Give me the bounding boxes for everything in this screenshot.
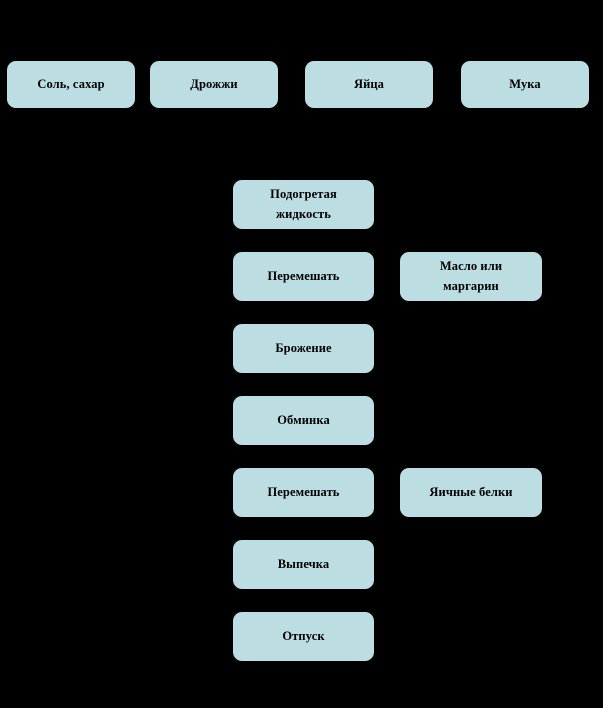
node-fermentation[interactable]: Брожение [233,324,374,373]
connector-heated-liquid-to-mix-1 [303,229,304,252]
connector-baking-to-serving [303,589,304,612]
connector-flour-down [525,108,526,144]
connector-fermentation-to-punch-down [303,373,304,396]
node-punch-down-label: Обминка [277,412,330,427]
connector-salt-sugar-down [70,108,71,144]
node-egg-whites-label: Яичные белки [429,484,513,499]
node-flour-label: Мука [509,76,541,91]
connector-yeast-down [213,108,214,144]
node-baking[interactable]: Выпечка [233,540,374,589]
connector-mix-1-to-fermentation [303,301,304,324]
node-yeast[interactable]: Дрожжи [150,61,278,108]
node-eggs-label: Яйца [353,76,385,91]
node-egg-whites[interactable]: Яичные белки [400,468,542,517]
node-eggs[interactable]: Яйца [305,61,433,108]
connector-ingredients-busbar [70,108,526,109]
connector-busbar-to-heated-liquid [303,144,304,180]
node-butter-margarine-label: Масло или маргарин [439,259,503,293]
node-serving-label: Отпуск [282,628,325,643]
connector-eggs-down [369,108,370,144]
node-heated-liquid[interactable]: Подогретая жидкость [233,180,374,229]
node-mix-1-label: Перемешать [267,268,340,283]
connector-butter-to-mix-1 [374,276,400,277]
node-salt-sugar-label: Соль, сахар [37,76,105,91]
node-fermentation-label: Брожение [275,340,332,355]
connector-egg-whites-to-mix-2 [374,492,400,493]
node-salt-sugar[interactable]: Соль, сахар [7,61,135,108]
node-punch-down[interactable]: Обминка [233,396,374,445]
node-mix-2[interactable]: Перемешать [233,468,374,517]
node-flour[interactable]: Мука [461,61,589,108]
node-serving[interactable]: Отпуск [233,612,374,661]
node-heated-liquid-label: Подогретая жидкость [270,187,337,221]
connector-punch-down-to-mix-2 [303,445,304,468]
node-mix-2-label: Перемешать [267,484,340,499]
node-baking-label: Выпечка [277,556,330,571]
node-butter-margarine[interactable]: Масло или маргарин [400,252,542,301]
node-yeast-label: Дрожжи [190,76,238,91]
connector-mix-2-to-baking [303,517,304,540]
node-mix-1[interactable]: Перемешать [233,252,374,301]
